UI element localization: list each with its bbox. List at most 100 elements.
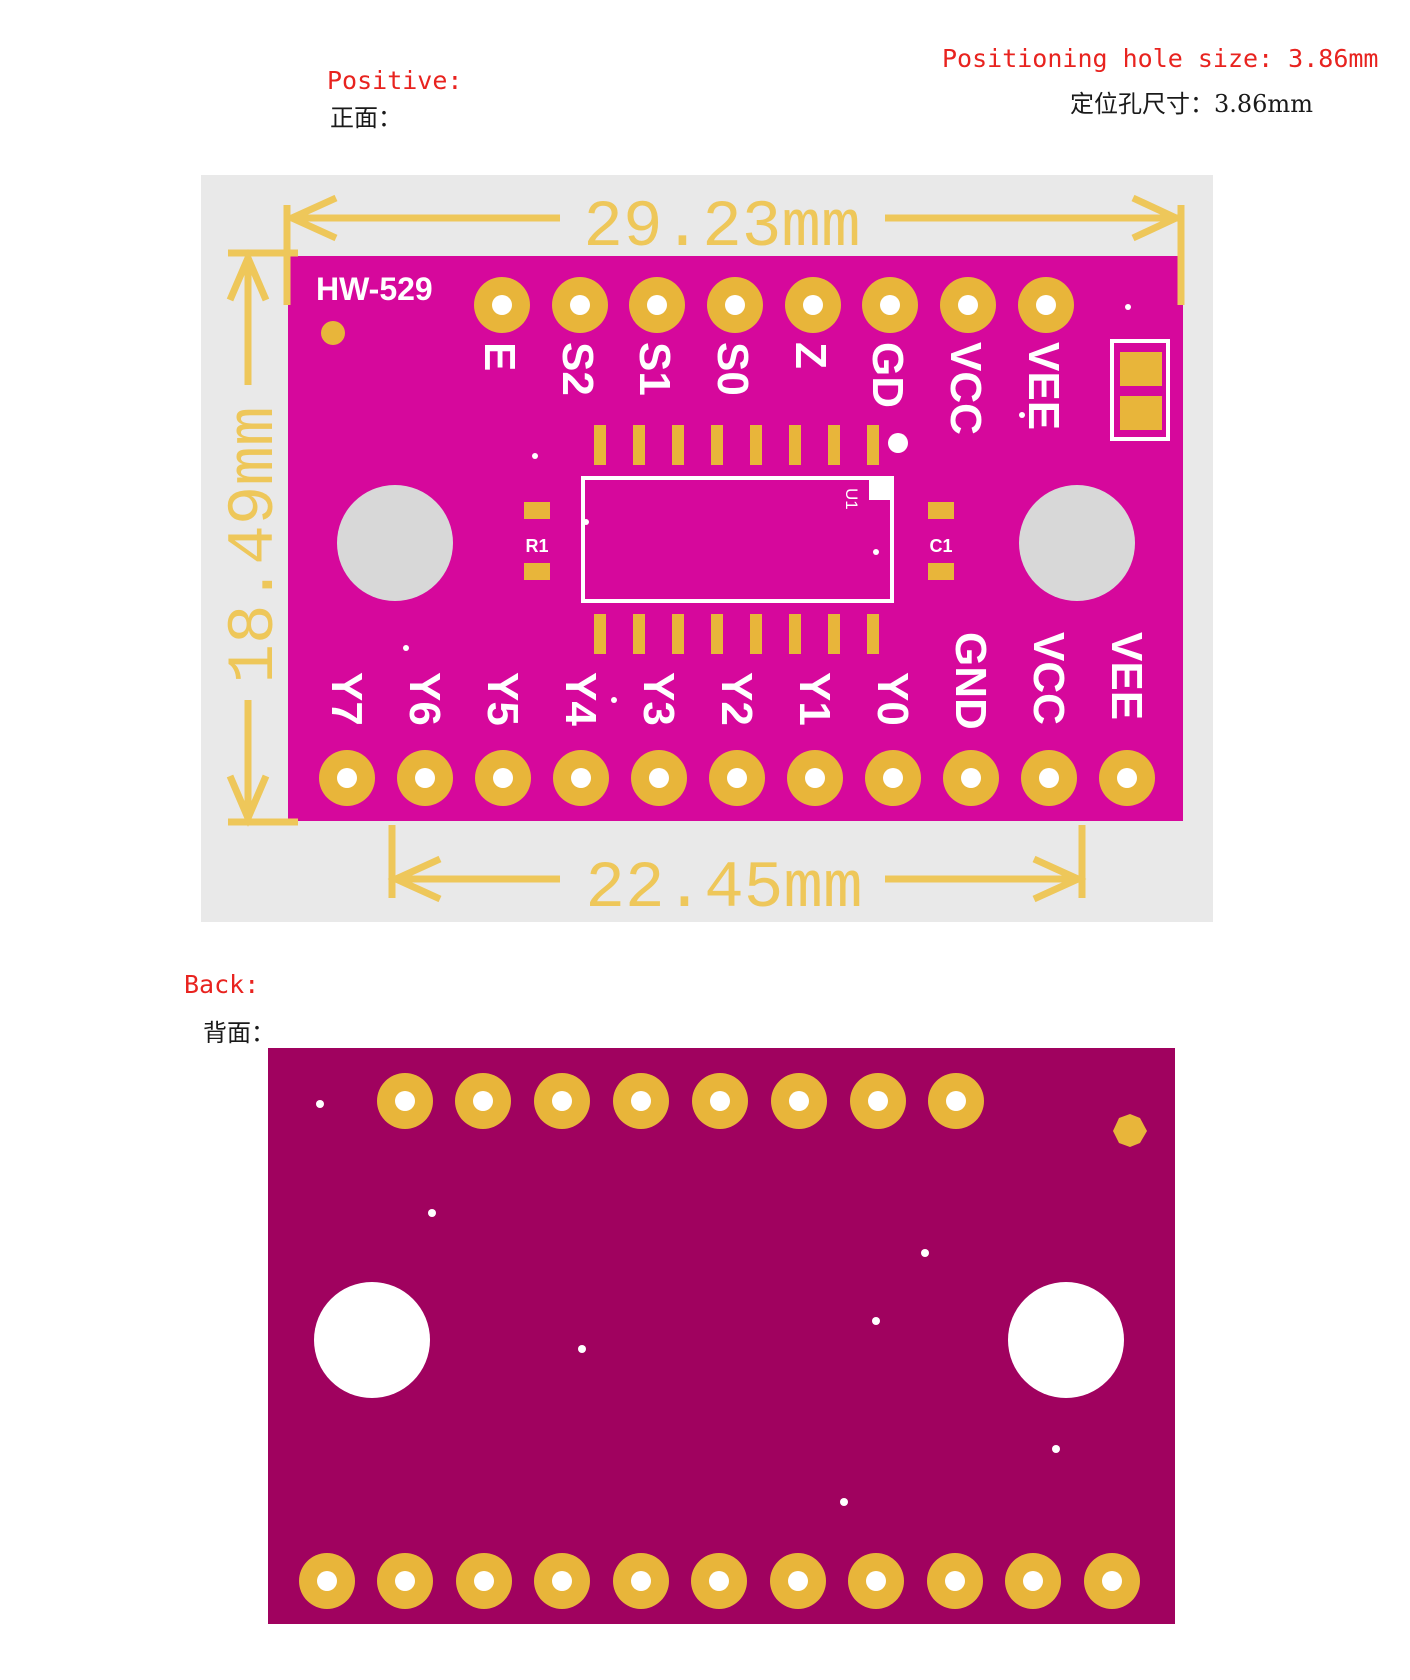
front-bottom-pad — [631, 750, 687, 806]
dimension-width-label: 29.23mm — [583, 190, 860, 265]
jumper-outline — [1110, 339, 1170, 441]
pin-label-top: GD — [863, 342, 912, 408]
back-top-pad — [692, 1073, 748, 1129]
positive-label-cn: 正面： — [330, 104, 402, 132]
back-bottom-pad — [927, 1553, 983, 1609]
back-mounting-hole-right — [1008, 1282, 1124, 1398]
front-bottom-pad — [787, 750, 843, 806]
back-bottom-pad — [377, 1553, 433, 1609]
pin1-dot — [888, 433, 908, 453]
pin-label-bottom: Y2 — [712, 672, 761, 726]
pin-label-bottom: Y1 — [790, 672, 839, 726]
front-top-pad — [862, 277, 918, 333]
pin-label-bottom: Y4 — [556, 672, 605, 726]
back-bottom-pad — [613, 1553, 669, 1609]
ic-label: U1 — [842, 488, 861, 510]
hole-size-label-en: Positioning hole size: 3.86mm — [942, 44, 1379, 73]
front-mounting-hole-right — [1019, 485, 1135, 601]
back-bottom-pad — [534, 1553, 590, 1609]
front-bottom-pad — [865, 750, 921, 806]
via — [532, 453, 538, 459]
front-bottom-pad — [475, 750, 531, 806]
fiducial-dot — [321, 321, 345, 345]
c1-label: C1 — [929, 536, 952, 556]
back-top-pad — [534, 1073, 590, 1129]
pin-label-bottom: Y3 — [634, 672, 683, 726]
pin-label-bottom: VEE — [1102, 632, 1151, 720]
jumper-pad — [1120, 396, 1162, 430]
ic-pins-bottom — [594, 614, 879, 654]
pin-label-bottom: Y5 — [478, 672, 527, 726]
back-top-pad — [928, 1073, 984, 1129]
back-bottom-pad — [691, 1553, 747, 1609]
hole-size-label-cn: 定位孔尺寸：3.86mm — [1070, 90, 1313, 118]
pin-label-top: E — [475, 342, 524, 371]
r1-pad — [524, 502, 550, 519]
front-bottom-pad — [553, 750, 609, 806]
ic-pin1-marker — [869, 478, 892, 500]
front-top-pad — [707, 277, 763, 333]
back-vias — [316, 1100, 1060, 1506]
dimension-height-label: 18.49mm — [217, 406, 292, 683]
via — [611, 697, 617, 703]
front-bottom-pad — [709, 750, 765, 806]
r1-label: R1 — [525, 536, 548, 556]
front-top-pad — [940, 277, 996, 333]
front-top-pad — [629, 277, 685, 333]
pin-label-top: Z — [786, 342, 835, 369]
via — [873, 549, 879, 555]
via — [1019, 412, 1025, 418]
back-bottom-pad — [1084, 1553, 1140, 1609]
back-top-pad — [377, 1073, 433, 1129]
back-fiducial-pad — [1113, 1114, 1147, 1147]
via — [403, 645, 409, 651]
dimension-pitch — [387, 825, 1087, 903]
back-bottom-pad — [848, 1553, 904, 1609]
back-top-pad — [850, 1073, 906, 1129]
pin-label-top: S2 — [553, 342, 602, 396]
back-label-cn: 背面： — [203, 1019, 275, 1047]
r1-pad — [524, 563, 550, 580]
pin-label-top: S1 — [630, 342, 679, 396]
front-top-pad — [1018, 277, 1074, 333]
front-mounting-hole-left — [337, 485, 453, 601]
ic-pins-top — [594, 425, 879, 465]
pin-label-top: S0 — [708, 342, 757, 396]
front-bottom-pad — [1099, 750, 1155, 806]
back-bottom-pad — [299, 1553, 355, 1609]
pin-label-bottom: Y6 — [400, 672, 449, 726]
c1-pad — [928, 563, 954, 580]
front-bottom-pad — [397, 750, 453, 806]
front-top-pad — [474, 277, 530, 333]
dimension-pitch-label: 22.45mm — [585, 851, 862, 926]
positive-label-en: Positive: — [327, 66, 463, 95]
front-bottom-pads — [319, 750, 1155, 806]
board-model-label: HW-529 — [316, 271, 433, 307]
ic-outline — [581, 476, 894, 603]
pin-label-top: VEE — [1019, 342, 1068, 430]
jumper-pad — [1120, 352, 1162, 386]
via — [1125, 304, 1131, 310]
back-mounting-hole-left — [314, 1282, 430, 1398]
back-label-en: Back: — [184, 970, 260, 999]
back-bottom-pad — [456, 1553, 512, 1609]
front-bottom-pad — [1021, 750, 1077, 806]
front-top-pad — [552, 277, 608, 333]
pin-label-bottom: Y7 — [322, 672, 371, 726]
back-top-pad — [455, 1073, 511, 1129]
pin-label-bottom: Y0 — [868, 672, 917, 726]
back-top-pad — [613, 1073, 669, 1129]
back-top-pad — [771, 1073, 827, 1129]
back-bottom-pad — [770, 1553, 826, 1609]
front-bottom-pad — [319, 750, 375, 806]
via — [583, 519, 589, 525]
c1-pad — [928, 502, 954, 519]
pin-label-bottom: GND — [946, 632, 995, 730]
back-bottom-pad — [1005, 1553, 1061, 1609]
front-top-pad — [785, 277, 841, 333]
pin-label-top: VCC — [941, 342, 990, 435]
dimension-height — [226, 249, 298, 827]
front-bottom-pad — [943, 750, 999, 806]
pin-label-bottom: VCC — [1024, 632, 1073, 725]
